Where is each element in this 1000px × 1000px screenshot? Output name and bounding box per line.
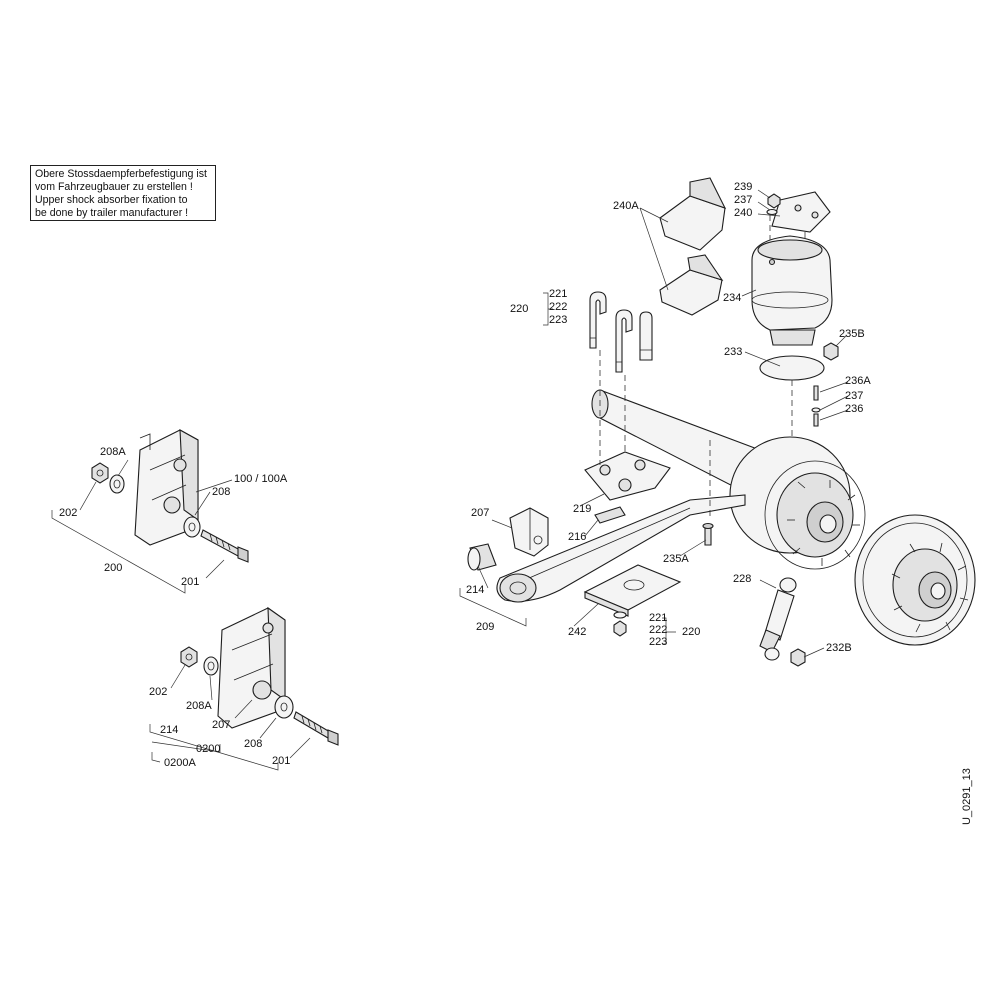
air-spring-234 <box>751 235 833 346</box>
label-223-top: 223 <box>549 314 568 326</box>
nut-202-b <box>180 646 198 668</box>
note-line-3: Upper shock absorber fixation to <box>35 194 188 206</box>
label-214-b: 214 <box>160 724 179 736</box>
label-214: 214 <box>466 584 485 596</box>
label-221-bot: 221 <box>649 612 668 624</box>
label-207: 207 <box>471 507 490 519</box>
bolt-201-b <box>293 711 331 739</box>
label-100-100A: 100 / 100A <box>234 473 288 485</box>
label-236: 236 <box>845 403 864 415</box>
label-219: 219 <box>573 503 592 515</box>
washer-208A-b <box>203 656 219 676</box>
label-200: 200 <box>104 562 123 574</box>
label-232B: 232B <box>826 642 852 654</box>
washer-208A <box>109 474 125 494</box>
label-207-b: 207 <box>212 719 231 731</box>
label-0200A: 0200A <box>164 757 196 769</box>
label-222-top: 222 <box>549 301 568 313</box>
label-0200: 0200 <box>196 743 221 755</box>
note-line-4: be done by trailer manufacturer ! <box>35 207 189 219</box>
label-228: 228 <box>733 573 752 585</box>
label-202-b: 202 <box>149 686 168 698</box>
label-240A: 240A <box>613 200 639 212</box>
label-208-b: 208 <box>244 738 263 750</box>
label-242: 242 <box>568 626 587 638</box>
label-216: 216 <box>568 531 587 543</box>
label-220-top: 220 <box>510 303 529 315</box>
label-222-bot: 222 <box>649 624 668 636</box>
label-223-bot: 223 <box>649 636 668 648</box>
axle-seat-219 <box>584 451 671 501</box>
instruction-note: Obere Stossdaempferbefestigung ist vom F… <box>30 165 216 221</box>
label-208: 208 <box>212 486 231 498</box>
bracket-assembly-200 <box>51 429 249 594</box>
nut-235B <box>823 342 839 361</box>
label-233: 233 <box>724 346 743 358</box>
bracket-assembly-0200 <box>149 606 339 771</box>
note-line-1: Obere Stossdaempferbefestigung ist <box>35 168 207 180</box>
label-201: 201 <box>181 576 200 588</box>
nut-232B <box>790 648 806 667</box>
label-237-mid: 237 <box>845 390 864 402</box>
label-220-bot: 220 <box>682 626 701 638</box>
label-208A: 208A <box>100 446 126 458</box>
label-208A-b: 208A <box>186 700 212 712</box>
top-plate-240 <box>771 191 831 233</box>
label-209: 209 <box>476 621 495 633</box>
axle-assembly <box>459 177 976 667</box>
bracket-207 <box>509 507 549 557</box>
shock-absorber-228 <box>759 577 797 661</box>
label-239: 239 <box>734 181 753 193</box>
u-bolts-220 <box>589 291 653 373</box>
label-235A: 235A <box>663 553 689 565</box>
note-line-2: vom Fahrzeugbauer zu erstellen ! <box>35 181 193 193</box>
label-240: 240 <box>734 207 753 219</box>
air-spring-bracket-240A <box>659 177 727 316</box>
label-235B: 235B <box>839 328 865 340</box>
plate-216 <box>594 506 626 524</box>
label-201-b: 201 <box>272 755 291 767</box>
washer-208-b <box>274 695 294 719</box>
bolt-201 <box>200 529 241 557</box>
label-237-top: 237 <box>734 194 753 206</box>
document-id: U_0291_13 <box>961 768 973 825</box>
label-234: 234 <box>723 292 742 304</box>
label-236A: 236A <box>845 375 871 387</box>
label-202: 202 <box>59 507 78 519</box>
piston-plate-233 <box>759 355 825 381</box>
label-221-top: 221 <box>549 288 568 300</box>
spring-eye <box>499 573 537 603</box>
nut-202 <box>91 462 109 484</box>
washer-208 <box>183 516 201 538</box>
